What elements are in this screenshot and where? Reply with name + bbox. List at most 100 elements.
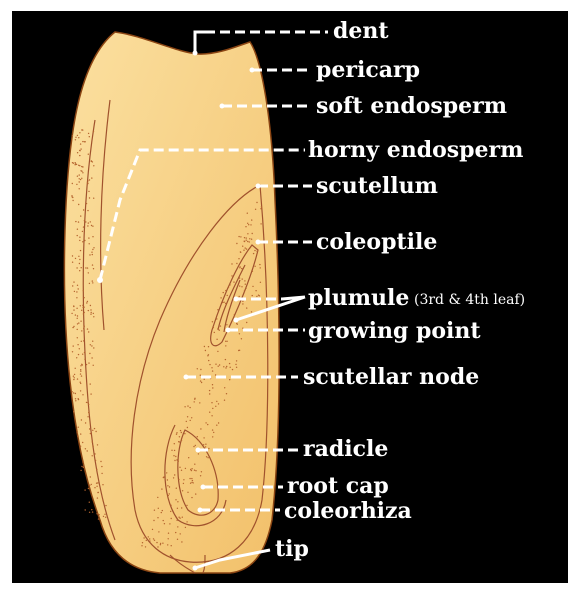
stipple-dot (185, 468, 186, 469)
stipple-dot (87, 301, 88, 302)
stipple-dot (154, 510, 155, 511)
stipple-dot (177, 526, 178, 527)
stipple-dot (176, 488, 177, 489)
stipple-dot (72, 351, 73, 352)
stipple-dot (187, 405, 188, 406)
stipple-dot (75, 314, 76, 315)
stipple-dot (225, 367, 226, 368)
label-dent: dent (333, 18, 389, 44)
stipple-dot (96, 469, 97, 470)
stipple-dot (199, 402, 200, 403)
stipple-dot (84, 326, 85, 327)
stipple-dot (97, 444, 98, 445)
stipple-dot (92, 511, 93, 512)
stipple-dot (253, 253, 254, 254)
stipple-dot (143, 537, 144, 538)
stipple-dot (146, 540, 147, 541)
stipple-dot (247, 223, 248, 224)
stipple-dot (247, 233, 248, 234)
stipple-dot (80, 369, 81, 370)
stipple-dot (157, 517, 158, 518)
stipple-dot (84, 220, 85, 221)
stipple-dot (212, 387, 213, 388)
stipple-dot (90, 305, 91, 306)
stipple-dot (149, 538, 150, 539)
stipple-dot (260, 267, 261, 268)
stipple-dot (229, 284, 230, 285)
stipple-dot (206, 452, 207, 453)
label-coleorhiza: coleorhiza (284, 498, 412, 524)
stipple-dot (240, 236, 241, 237)
stipple-dot (73, 376, 74, 377)
stipple-dot (83, 209, 84, 210)
stipple-dot (75, 221, 76, 222)
stipple-dot (80, 365, 81, 366)
stipple-dot (192, 480, 193, 481)
stipple-dot (80, 321, 81, 322)
stipple-dot (79, 165, 80, 166)
stipple-dot (73, 281, 74, 282)
stipple-dot (83, 290, 84, 291)
stipple-dot (82, 354, 83, 355)
stipple-dot (238, 258, 239, 259)
stipple-dot (91, 509, 92, 510)
stipple-dot (83, 467, 84, 468)
stipple-dot (78, 436, 79, 437)
stipple-dot (78, 204, 79, 205)
stipple-dot (72, 391, 73, 392)
stipple-dot (179, 436, 180, 437)
stipple-dot (75, 398, 76, 399)
stipple-dot (181, 470, 182, 471)
stipple-dot (252, 271, 253, 272)
stipple-dot (183, 479, 184, 480)
stipple-dot (88, 362, 89, 363)
stipple-dot (252, 286, 253, 287)
stipple-dot (225, 303, 226, 304)
stipple-dot (81, 330, 82, 331)
stipple-dot (239, 266, 240, 267)
stipple-dot (84, 240, 85, 241)
stipple-dot (78, 288, 79, 289)
stipple-dot (93, 347, 94, 348)
stipple-dot (182, 490, 183, 491)
stipple-dot (92, 249, 93, 250)
stipple-dot (154, 540, 155, 541)
stipple-dot (191, 482, 192, 483)
kernel-body (64, 32, 279, 573)
stipple-dot (80, 215, 81, 216)
stipple-dot (73, 411, 74, 412)
stipple-dot (166, 472, 167, 473)
stipple-dot (256, 202, 257, 203)
stipple-dot (212, 370, 213, 371)
stipple-dot (171, 545, 172, 546)
stipple-dot (153, 538, 154, 539)
stipple-dot (74, 377, 75, 378)
stipple-dot (208, 346, 209, 347)
stipple-dot (261, 206, 262, 207)
stipple-dot (103, 516, 104, 517)
stipple-dot (226, 324, 227, 325)
stipple-dot (142, 542, 143, 543)
stipple-dot (181, 541, 182, 542)
stipple-dot (209, 364, 210, 365)
stipple-dot (97, 482, 98, 483)
stipple-dot (242, 278, 243, 279)
stipple-dot (77, 432, 78, 433)
stipple-dot (254, 266, 255, 267)
stipple-dot (76, 291, 77, 292)
stipple-dot (88, 154, 89, 155)
stipple-dot (251, 311, 252, 312)
stipple-dot (75, 162, 76, 163)
stipple-dot (79, 237, 80, 238)
stipple-dot (80, 148, 81, 149)
stipple-dot (246, 237, 247, 238)
stipple-dot (157, 497, 158, 498)
stipple-dot (208, 354, 209, 355)
stipple-dot (85, 221, 86, 222)
stipple-dot (89, 353, 90, 354)
stipple-dot (92, 441, 93, 442)
stipple-dot (198, 440, 199, 441)
stipple-dot (72, 183, 73, 184)
stipple-dot (80, 250, 81, 251)
